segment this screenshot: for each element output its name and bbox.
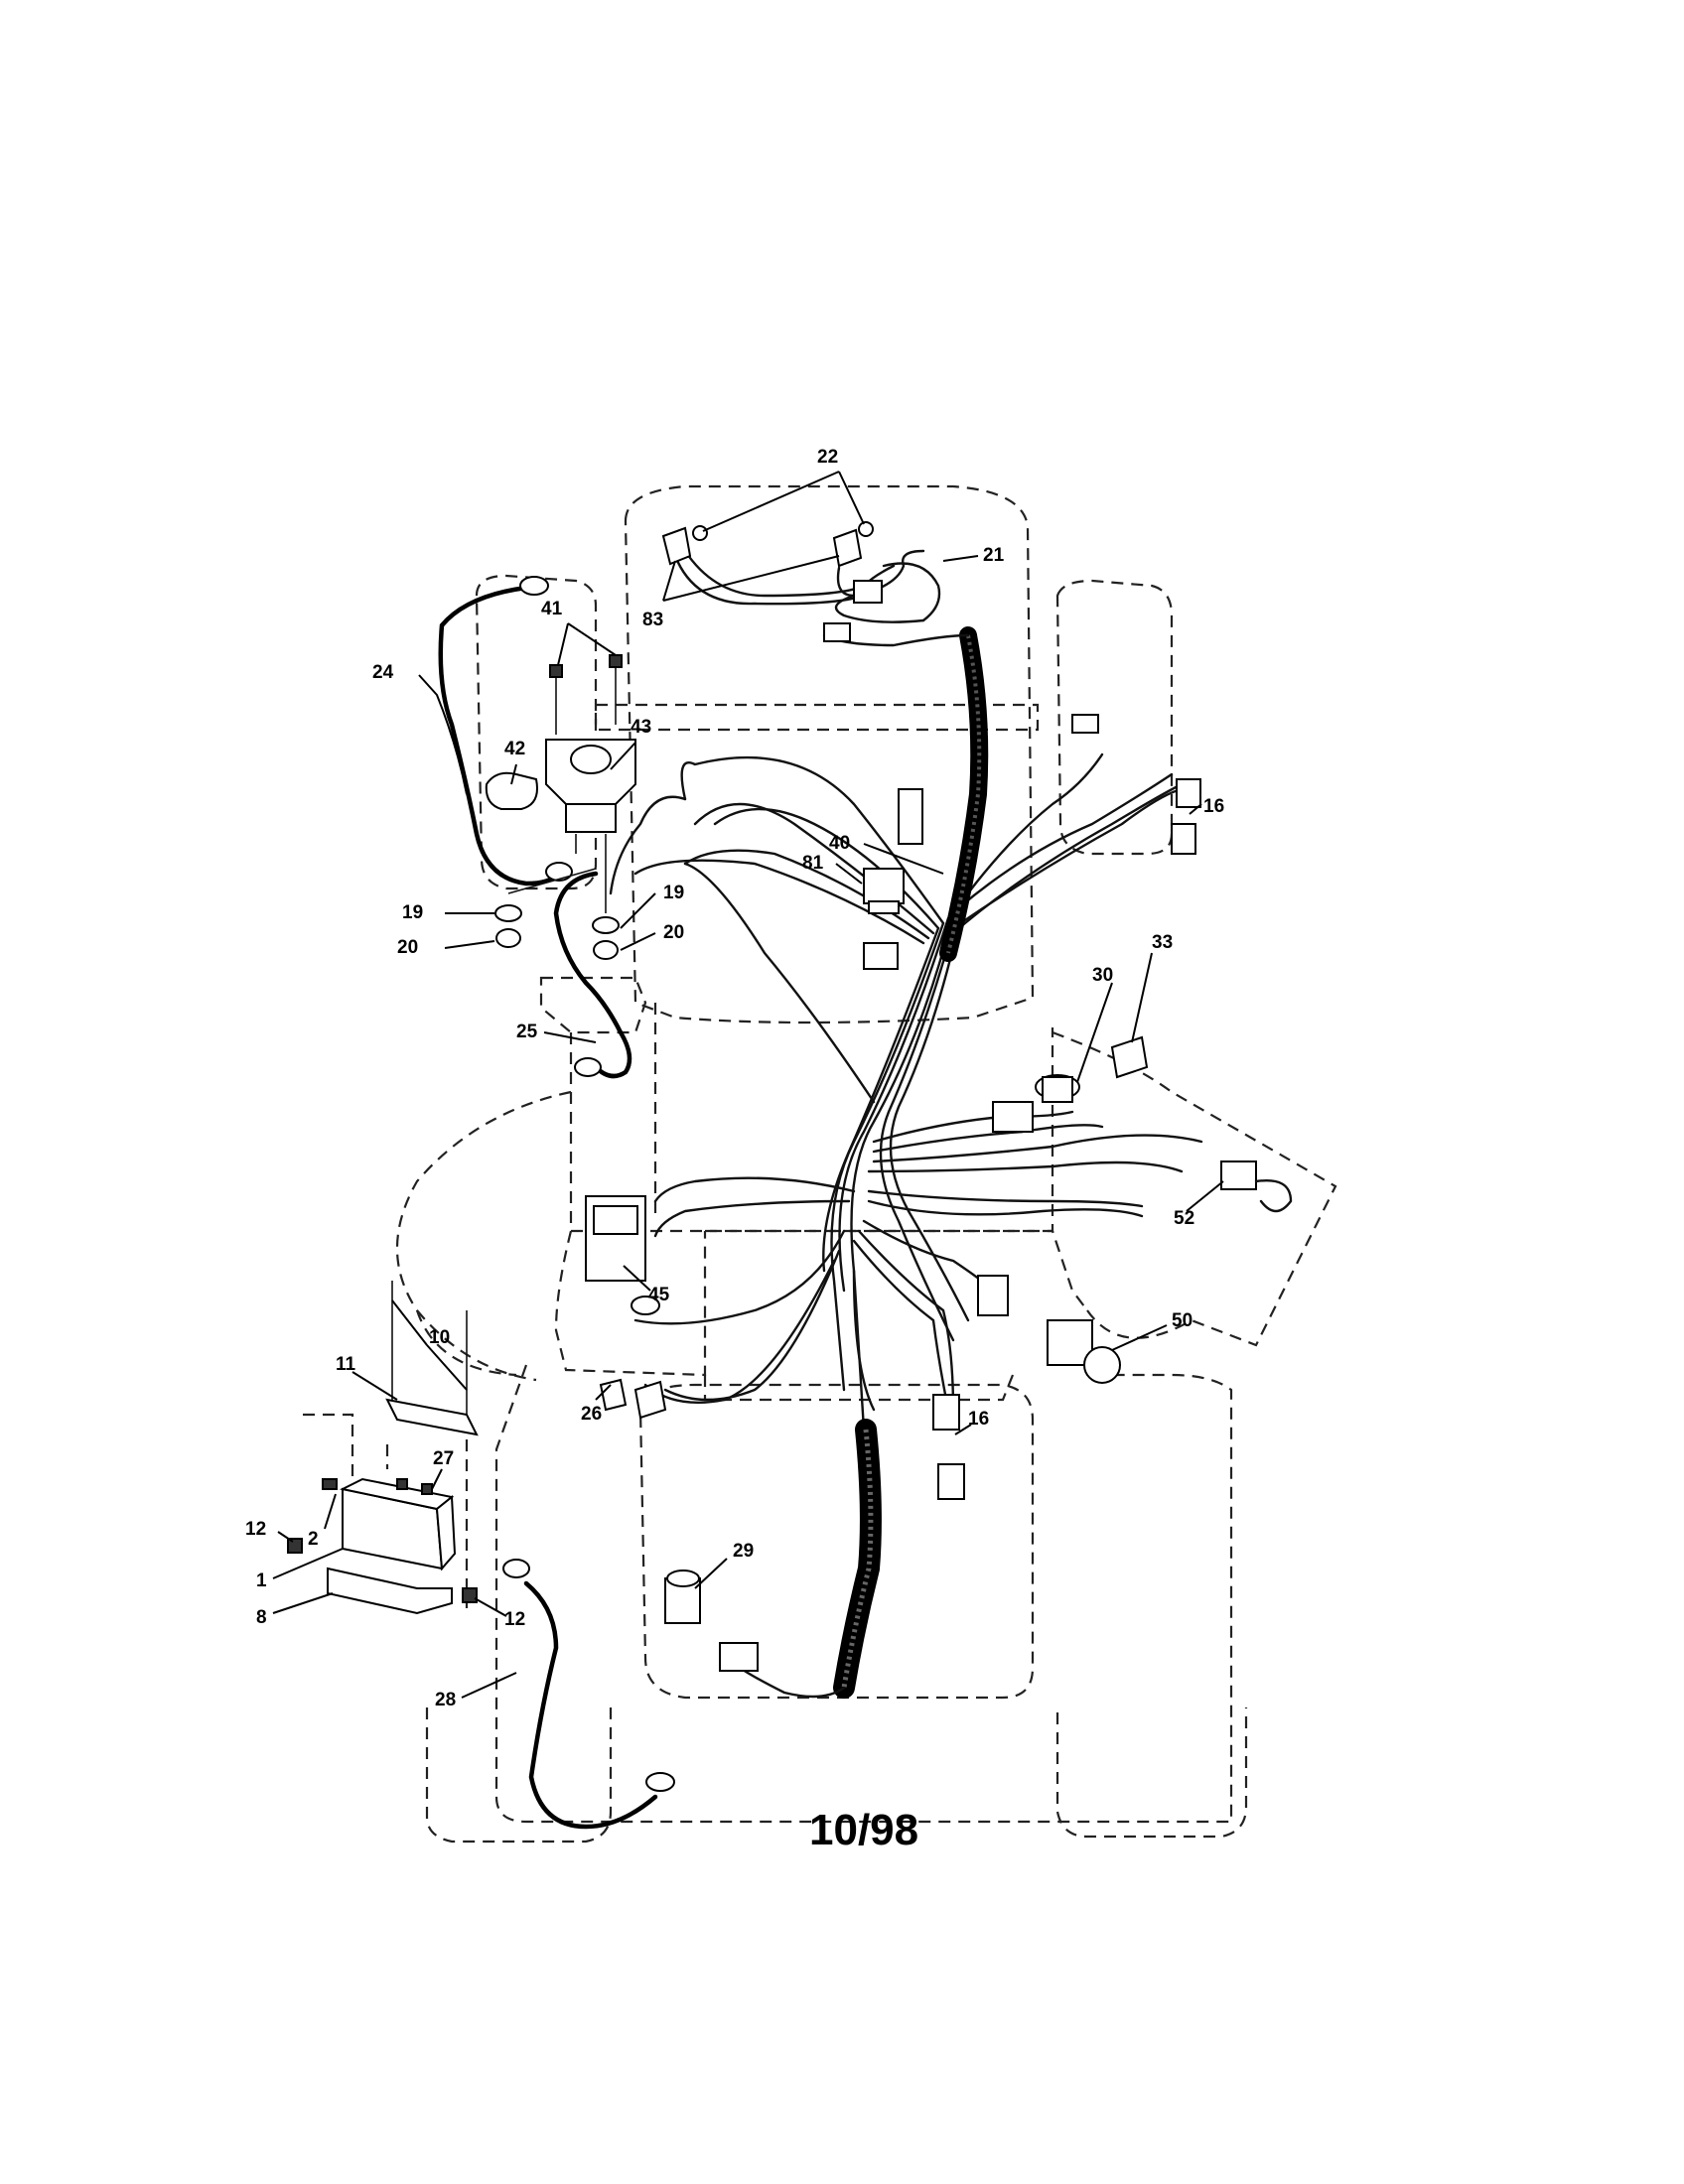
headlight-harness-21	[673, 549, 970, 647]
tractor-outline	[303, 484, 1337, 1843]
headlight-left	[661, 525, 708, 566]
switch-33	[1110, 1035, 1149, 1079]
callout-43: 43	[631, 717, 651, 738]
pto-switch-50	[1047, 1319, 1121, 1384]
callout-20-left: 20	[397, 937, 418, 958]
callout-42: 42	[504, 739, 525, 759]
cable-25	[553, 871, 632, 1079]
callout-24: 24	[372, 662, 394, 683]
connector-16-upper	[1071, 714, 1201, 855]
callout-27: 27	[433, 1448, 454, 1469]
washer-nut-right	[592, 916, 620, 960]
harness-plug	[823, 622, 851, 642]
headlight-connector	[853, 580, 883, 604]
callout-29: 29	[733, 1541, 754, 1562]
battery-cable-28	[502, 1559, 675, 1830]
callout-11: 11	[336, 1354, 356, 1375]
callout-8: 8	[256, 1607, 267, 1628]
callout-19-right: 19	[663, 883, 684, 903]
headlight-right	[832, 521, 874, 568]
starter-solenoid-43	[545, 654, 636, 854]
callout-22: 22	[817, 447, 838, 468]
callout-41: 41	[541, 599, 563, 619]
callout-52: 52	[1174, 1208, 1194, 1229]
callout-83: 83	[642, 610, 663, 630]
relay-81	[863, 868, 905, 914]
hour-meter-45	[585, 1195, 646, 1282]
battery-assembly	[287, 1281, 479, 1615]
washer-nut-left	[494, 904, 522, 948]
callout-28: 28	[435, 1690, 456, 1710]
ignition-switch-30	[1035, 1074, 1080, 1103]
switch-52	[1220, 1160, 1293, 1213]
callout-26: 26	[581, 1404, 602, 1425]
callout-16-lower: 16	[968, 1409, 989, 1430]
callout-12-left: 12	[245, 1519, 266, 1540]
callout-30: 30	[1092, 965, 1113, 986]
main-harness	[609, 752, 1203, 1432]
callout-16-upper: 16	[1203, 796, 1224, 817]
callout-1: 1	[256, 1570, 267, 1591]
callout-12-right: 12	[504, 1609, 525, 1630]
boot-42	[485, 771, 538, 810]
callout-20-right: 20	[663, 922, 684, 943]
callout-25: 25	[516, 1022, 538, 1042]
connector-center	[863, 788, 1034, 1133]
callout-21: 21	[983, 545, 1005, 566]
callout-50: 50	[1172, 1310, 1193, 1331]
callout-33: 33	[1152, 932, 1173, 953]
callout-40: 40	[829, 833, 850, 854]
battery-cable-24	[438, 576, 573, 887]
ground-terminal	[631, 1296, 660, 1315]
leader-lines	[272, 471, 1224, 1699]
callout-10: 10	[429, 1327, 450, 1348]
callout-45: 45	[648, 1285, 670, 1305]
callout-19-left: 19	[402, 902, 423, 923]
callout-81: 81	[802, 853, 824, 874]
revision-date: 10/98	[809, 1806, 918, 1854]
harness-conduit-lower	[738, 1419, 882, 1699]
interlock-switch-29	[664, 1570, 759, 1672]
harness-conduit-40	[939, 626, 989, 962]
callout-labels: 22 21 83 41 24 43 42 19 20 19 20 25 40 8…	[245, 447, 1224, 1710]
callout-2: 2	[308, 1529, 319, 1550]
connector-lower-right	[932, 1275, 1009, 1500]
